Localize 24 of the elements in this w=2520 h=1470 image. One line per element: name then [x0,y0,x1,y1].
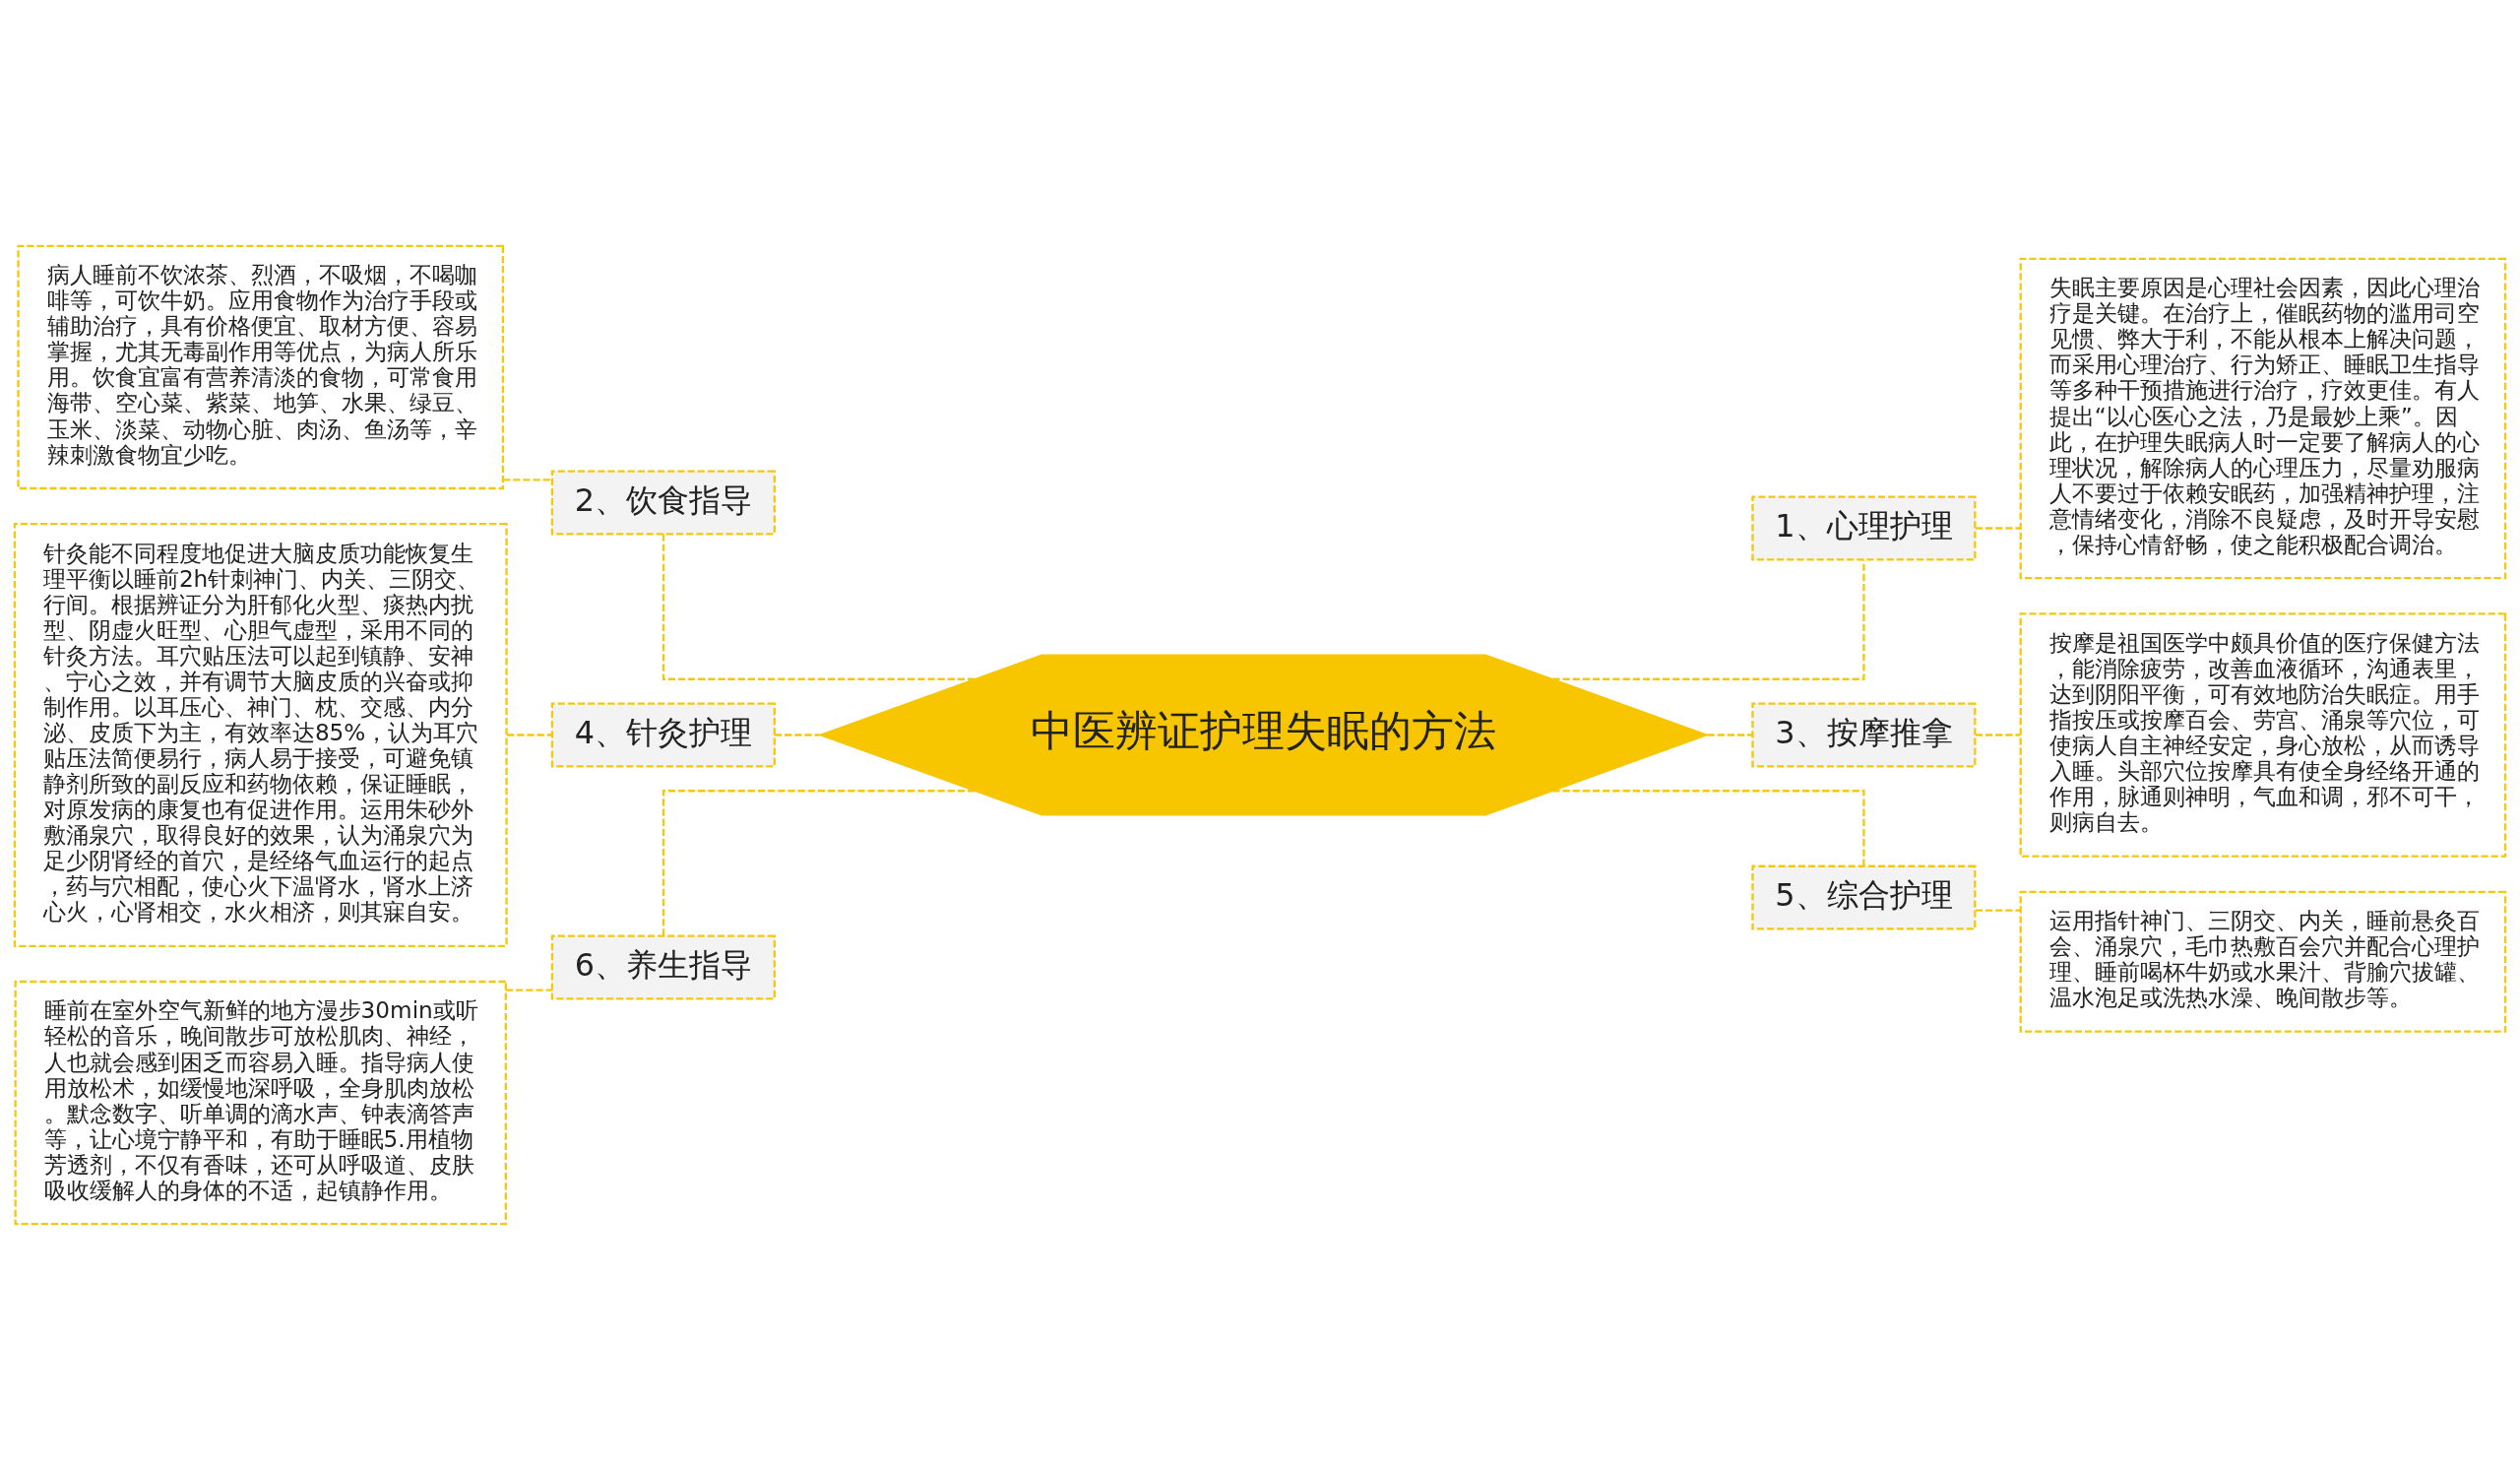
connector [1975,909,2021,912]
connector [1552,790,1865,866]
connector [1975,527,2021,530]
connector [1707,734,1753,736]
node-box: 1、心理护理 [1751,495,1977,561]
connector [507,734,552,736]
connector [505,989,552,991]
node-box: 睡前在室外空气新鲜的地方漫步30min或听轻松的音乐，晚间散步可放松肌肉、神经，人也就会感到困乏而容易入睡。指导病人使用放松术，如缓慢地深呼吸，全身肌肉放松。默念数字、听单调的滴水声、钟表滴答声等，让心境宁静平和，有助于睡眠5.用植物芳透剂，不仅有香味，还可从呼吸道、皮肤吸收缓解人的身体的不适，起镇静作用。 [14,980,507,1226]
connector [662,534,975,680]
connector [1552,559,1865,680]
connector [503,479,552,481]
connector [1975,734,2021,736]
node-box: 针灸能不同程度地促进大脑皮质功能恢复生理平衡以睡前2h针刺神门、内关、三阴交、行间。根据辨证分为肝郁化火型、痰热内扰型、阴虚火旺型、心胆气虚型，采用不同的针灸方法。耳穴贴压法可以起到镇静、安神、宁心之效，并有调节大脑皮质的兴奋或抑制作用。以耳压心、神门、枕、交感、内分泌、皮质下为主，有效率达85%，认为耳穴贴压法简便易行，病人易于接受，可避免镇静剂所致的副反应和药物依赖，保证睡眠，对原发病的康复也有促进作用。运用朱砂外敷涌泉穴，取得良好的效果，认为涌泉穴为足少阴肾经的首穴，是经络气血运行的起点，药与穴相配，使心火下温肾水，肾水上济心火，心肾相交，水火相济，则其寐自安。 [13,523,508,947]
connector [775,734,820,736]
node-box: 失眠主要原因是心理社会因素，因此心理治疗是关键。在治疗上，催眠药物的滥用司空见惯、弊大于利，不能从根本上解决问题，而采用心理治疗、行为矫正、睡眠卫生指导等多种干预措施进行治疗，疗效更佳。有人提出“以心医心之法，乃是最妙上乘”。因此，在护理失眠病人时一定要了解病人的心理状况，解除病人的心理压力，尽量劝服病人不要过于依赖安眠药，加强精神护理，注意情绪变化，消除不良疑虑，及时开导安慰，保持心情舒畅，使之能积极配合调治。 [2019,257,2507,580]
node-box: 4、针灸护理 [550,702,776,768]
node-box: 病人睡前不饮浓茶、烈酒，不吸烟，不喝咖啡等，可饮牛奶。应用食物作为治疗手段或辅助治疗，具有价格便宜、取材方便、容易掌握，尤其无毒副作用等优点，为病人所乐用。饮食宜富有营养清淡的食物，可常食用海带、空心菜、紫菜、地笋、水果、绿豆、玉米、淡菜、动物心脏、肉汤、鱼汤等，辛辣刺激食物宜少吃。 [17,244,505,490]
connector [662,790,975,936]
node-box: 按摩是祖国医学中颇具价值的医疗保健方法，能消除疲劳，改善血液循环，沟通表里，达到阴阳平衡，可有效地防治失眠症。用手指按压或按摩百会、劳宫、涌泉等穴位，可使病人自主神经安定，身心放松，从而诱导入睡。头部穴位按摩具有使全身经络开通的作用，脉通则神明，气血和调，邪不可干，则病自去。 [2019,612,2507,858]
node-box: 运用指针神门、三阴交、内关，睡前悬灸百会、涌泉穴，毛巾热敷百会穴并配合心理护理、睡前喝杯牛奶或水果汁、背腧穴拔罐、温水泡足或洗热水澡、晚间散步等。 [2019,890,2507,1033]
node-box: 5、综合护理 [1751,864,1977,930]
node-box: 3、按摩推拿 [1751,702,1977,768]
node-box: 6、养生指导 [550,934,776,1000]
node-box: 2、饮食指导 [550,470,776,536]
